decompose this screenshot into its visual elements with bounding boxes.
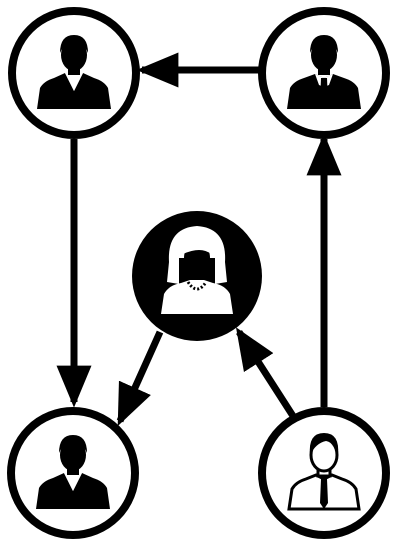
businessman-icon	[37, 35, 111, 109]
arrow-center-to-bottom-left	[116, 330, 164, 427]
node-top-right	[258, 7, 390, 139]
edges	[56, 52, 342, 427]
arrow-bottom-right-to-center	[235, 327, 296, 418]
node-center	[132, 211, 262, 341]
node-bottom-right	[258, 407, 390, 539]
node-top-left	[8, 7, 140, 139]
businesswoman-icon	[161, 226, 233, 314]
businessman-icon	[287, 433, 361, 511]
businessman-icon	[36, 435, 110, 509]
businessman-icon	[287, 35, 361, 109]
node-bottom-left	[7, 407, 139, 539]
